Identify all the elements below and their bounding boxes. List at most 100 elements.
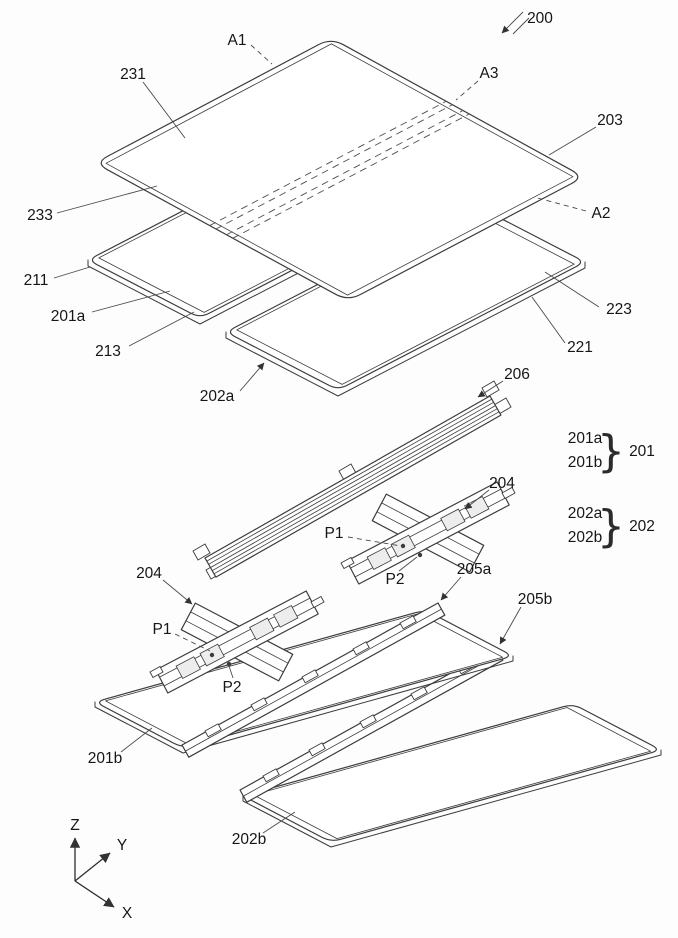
leader-203	[548, 126, 597, 156]
leader-201b	[120, 727, 153, 753]
leader-211	[53, 266, 91, 279]
label-203: 203	[597, 112, 623, 129]
label-200: 200	[527, 10, 553, 27]
cover-202b-thickness	[242, 749, 662, 848]
display-panel	[100, 40, 579, 299]
strip-205b	[239, 647, 504, 803]
label-205a: 205a	[457, 561, 492, 578]
leader-201a	[91, 290, 171, 313]
label-205b: 205b	[518, 591, 552, 608]
label-a3: A3	[480, 65, 499, 82]
leader-p1-left	[174, 633, 211, 652]
bracket-end-tab	[149, 665, 164, 679]
hinge-rail-assembly	[192, 380, 512, 580]
label-206: 206	[504, 366, 530, 383]
leader-205a	[440, 576, 462, 601]
label-211: 211	[24, 272, 49, 289]
label-233: 233	[27, 207, 53, 224]
legend-202: 202	[629, 518, 655, 535]
leader-200-arrow-line2	[512, 17, 530, 35]
strip-205a-tick	[352, 641, 370, 656]
leader-a1	[250, 44, 273, 65]
fold-line	[209, 101, 446, 227]
reference-labels: 200 A1 231 A3 203 233 A2 211 201a 213 22…	[24, 10, 632, 848]
legend-201a: 201a	[568, 430, 603, 447]
fold-line	[232, 113, 469, 239]
label-202a: 202a	[200, 388, 235, 405]
label-221: 221	[567, 339, 593, 356]
brace-icon: }	[597, 426, 625, 477]
leader-a2	[533, 196, 587, 212]
strip-205a-tick	[399, 615, 417, 630]
strip-205b-tick	[359, 714, 377, 729]
strip-205a-tick	[250, 697, 268, 712]
leader-a3	[455, 80, 479, 101]
strip-205b-tick	[410, 686, 428, 701]
label-p1-right: P1	[325, 525, 344, 542]
bracket-pin-p2	[226, 661, 232, 667]
leader-202b	[262, 811, 296, 834]
legend-202a: 202a	[568, 505, 603, 522]
rail-line	[210, 405, 496, 568]
leader-204-right	[464, 489, 490, 510]
leader-223	[544, 271, 600, 308]
label-202b: 202b	[232, 831, 266, 848]
label-p2-right: P2	[386, 571, 405, 588]
bracket-end-tab	[310, 595, 325, 609]
strip-205b-tick	[308, 742, 326, 757]
strip-205a-inner-line	[185, 608, 442, 752]
leader-205b	[499, 606, 522, 645]
bracket-pin-p2	[417, 552, 423, 558]
rail-line	[212, 408, 498, 572]
bracket-end-tab	[340, 556, 355, 570]
bracket-segment	[366, 547, 392, 571]
leader-233	[56, 185, 158, 214]
cover-202b-inner-line	[253, 707, 651, 839]
bracket-pin-p1	[209, 652, 215, 658]
label-223: 223	[606, 301, 632, 318]
frame-202a-thickness	[225, 261, 586, 397]
leader-206	[477, 380, 504, 398]
leader-231	[142, 81, 186, 139]
label-201a: 201a	[51, 308, 86, 325]
fold-line	[215, 104, 452, 230]
label-a1: A1	[228, 32, 247, 49]
brace-icon: }	[597, 501, 625, 552]
bracket-segment	[273, 604, 299, 628]
y-axis-label: Y	[117, 837, 127, 854]
leader-p2-right	[398, 556, 418, 572]
fold-line	[226, 110, 463, 236]
x-axis-label: X	[122, 905, 133, 922]
leader-221	[531, 296, 566, 344]
legend-201: 201	[629, 443, 655, 460]
z-axis-label: Z	[70, 817, 79, 834]
bracket-segment	[249, 617, 275, 641]
bracket-left	[149, 590, 325, 694]
bracket-pin-p1	[400, 543, 406, 549]
rail-line	[213, 411, 500, 575]
rail-line	[208, 401, 494, 565]
y-axis	[74, 852, 111, 882]
leader-p2-left	[228, 665, 234, 679]
strip-205a-tick	[301, 669, 319, 684]
leader-200-arrow	[501, 11, 524, 34]
display-outline	[100, 40, 579, 299]
rail-line	[206, 398, 492, 562]
label-p2-left: P2	[223, 679, 242, 696]
legend-202b: 202b	[568, 529, 602, 546]
legend-201b: 201b	[568, 454, 602, 471]
strip-205a	[181, 602, 446, 758]
label-204-left: 204	[136, 565, 162, 582]
label-a2: A2	[592, 205, 611, 222]
leader-204-left	[162, 579, 193, 605]
leader-213	[128, 311, 195, 347]
cover-201b-inner-line	[105, 613, 504, 745]
legend: 201a 201b } 201 202a 202b } 202	[568, 426, 655, 552]
leader-202a	[239, 362, 265, 392]
cover-201b-thickness	[94, 655, 514, 754]
strip-205a-tick	[204, 723, 222, 738]
label-231: 231	[120, 66, 146, 83]
strip-205b-inner-line	[243, 653, 500, 797]
x-axis	[74, 880, 115, 908]
